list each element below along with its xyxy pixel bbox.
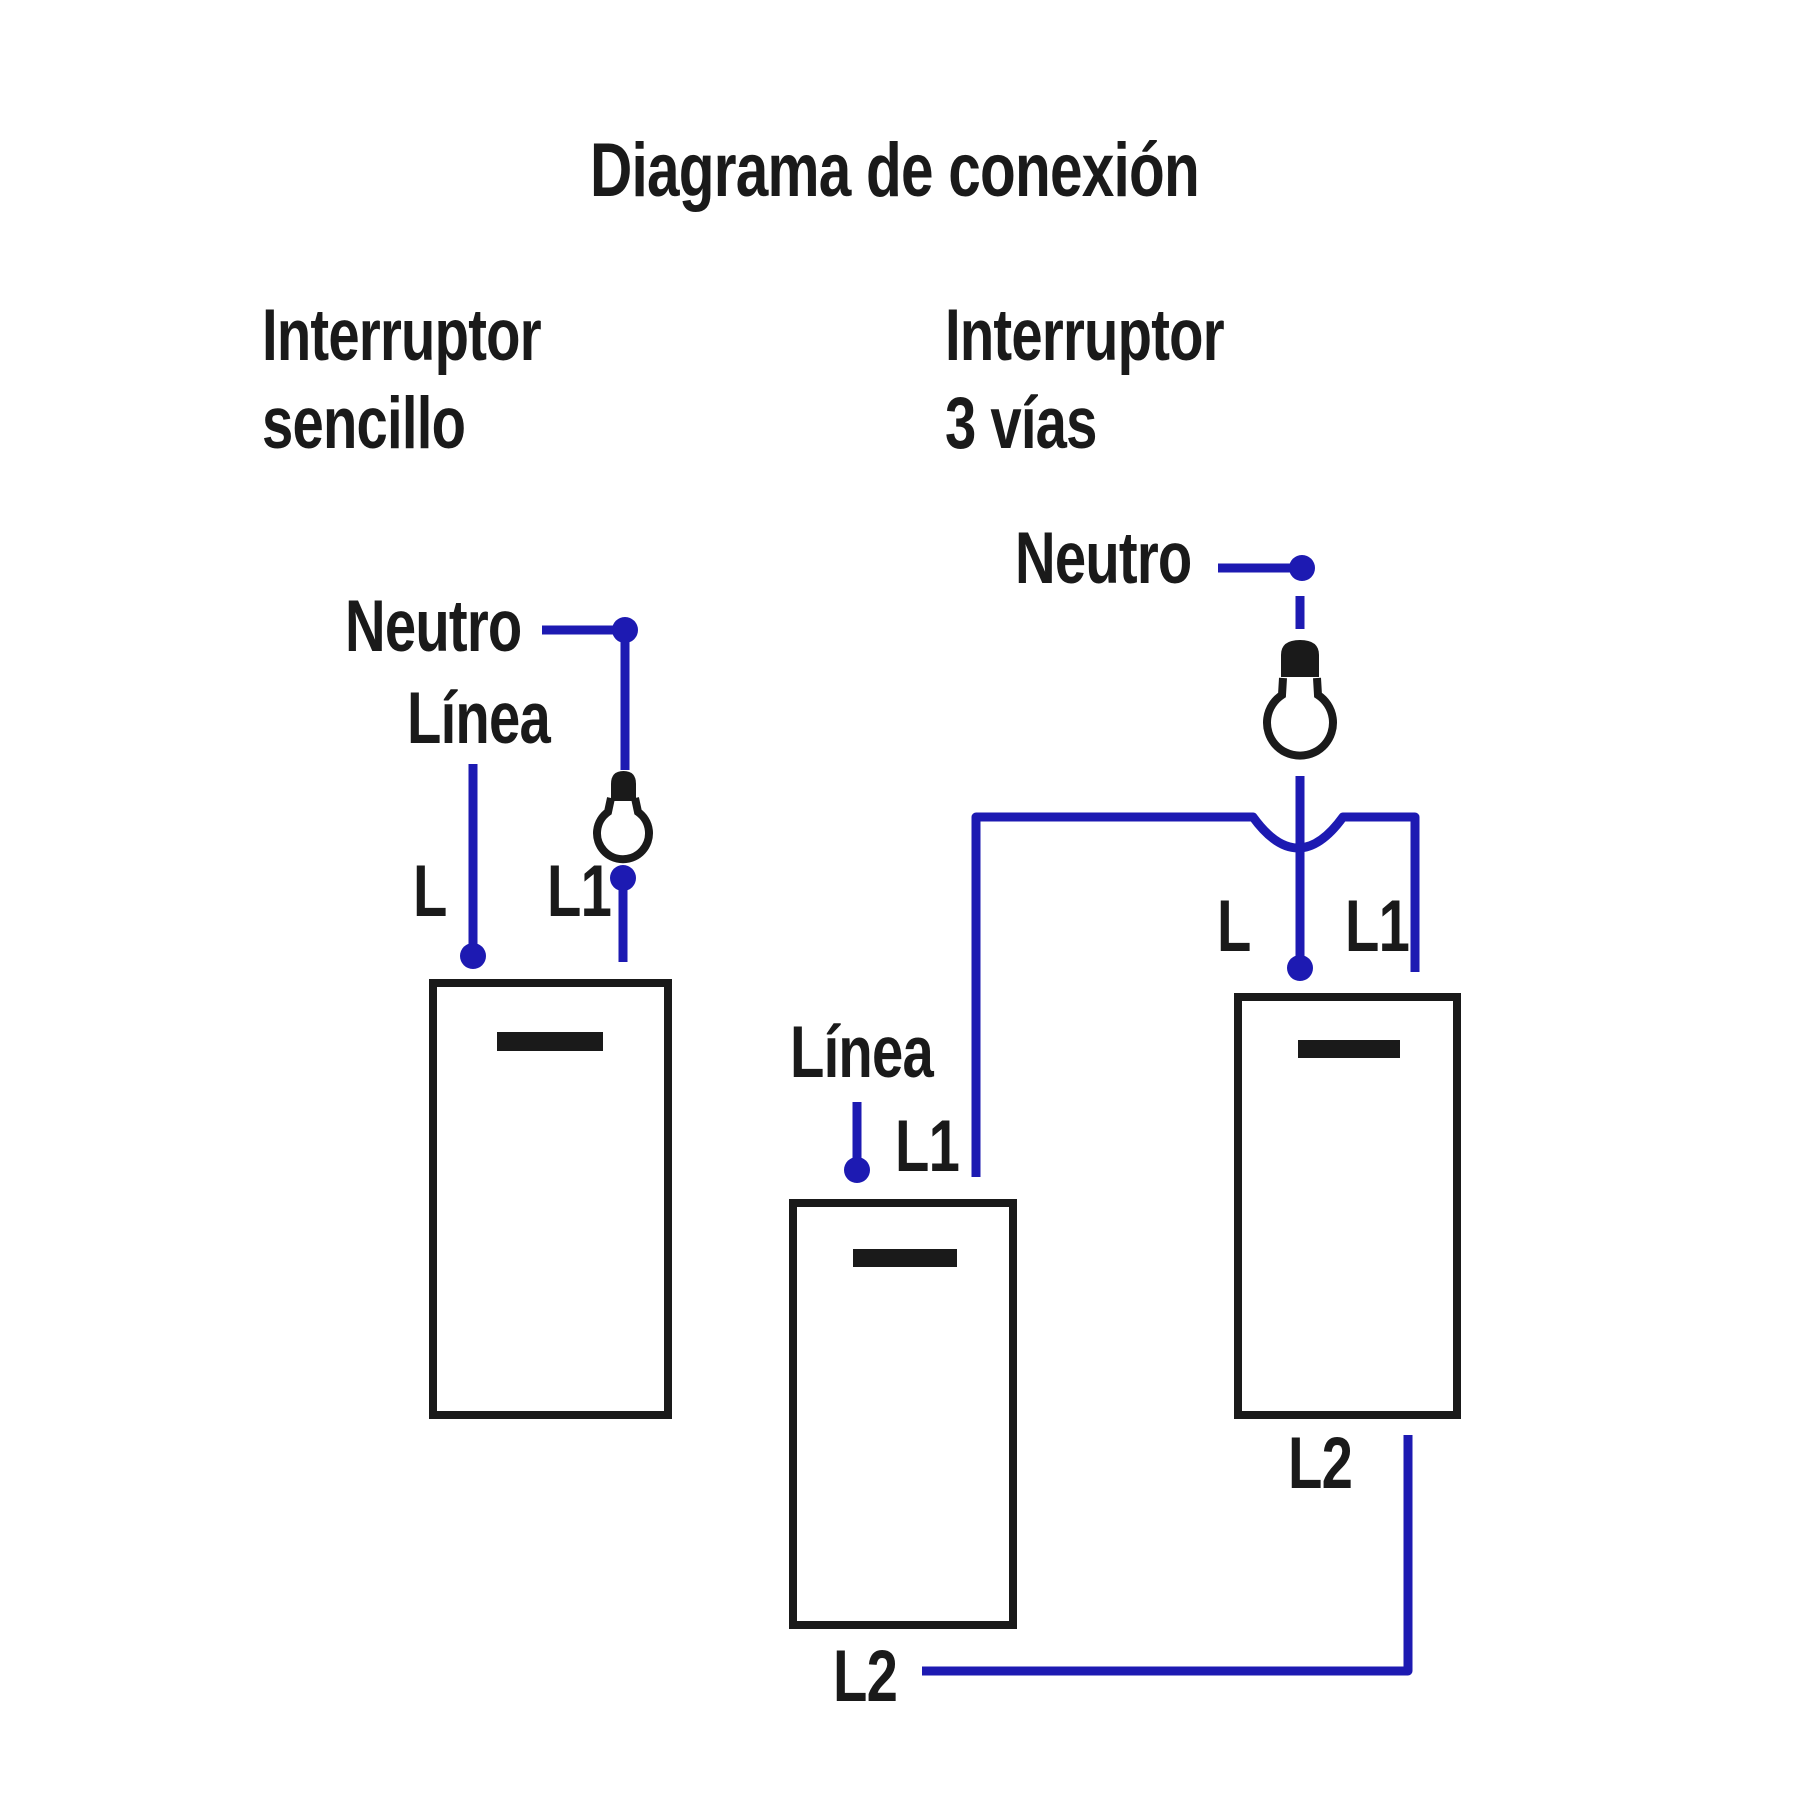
- switch-a-l2-terminal-label: L2: [833, 1636, 898, 1717]
- light-bulb-icon: [593, 797, 653, 864]
- junction-dots: [460, 555, 1315, 1183]
- threeway-neutro-dot: [1289, 555, 1315, 581]
- threeway-neutro-label: Neutro: [1015, 518, 1192, 599]
- switch-a-linea-label: Línea: [790, 1012, 934, 1093]
- switch-a-rocker: [853, 1249, 957, 1267]
- three-way-heading-line1: Interruptor: [945, 295, 1225, 376]
- single-linea-label: Línea: [407, 678, 551, 759]
- single-switch-heading-line2: sencillo: [262, 383, 466, 464]
- single-switch-heading: Interruptor sencillo: [262, 292, 542, 468]
- switch-b-l2-terminal-label: L2: [1288, 1423, 1353, 1504]
- three-way-switch-a-box: [789, 1199, 1017, 1629]
- switch-b-l-terminal-label: L: [1217, 886, 1251, 967]
- bulb-cap-icon: [1281, 640, 1319, 677]
- single-l1-terminal-label: L1: [547, 851, 612, 932]
- page-title: Diagrama de conexión: [590, 128, 1200, 213]
- single-l-terminal-label: L: [413, 851, 447, 932]
- wires: [468, 563, 1420, 1676]
- switch-a-l1-terminal-label: L1: [895, 1106, 960, 1187]
- three-way-switch-b-box: [1234, 993, 1461, 1419]
- switch-b-l1-terminal-label: L1: [1345, 886, 1410, 967]
- threeway-l2-return-wire: [922, 1435, 1413, 1676]
- switch-a-linea-dot: [844, 1157, 870, 1183]
- single-bulb-dot: [610, 865, 636, 891]
- bulb-caps: [611, 640, 1319, 801]
- three-way-heading-line2: 3 vías: [945, 383, 1097, 464]
- single-switch-heading-line1: Interruptor: [262, 295, 542, 376]
- single-switch-rocker: [497, 1032, 603, 1051]
- single-switch-box: [429, 979, 672, 1419]
- switch-b-rocker: [1298, 1040, 1400, 1058]
- bulb-cap-icon: [611, 771, 636, 801]
- rocker-marks: [497, 1032, 1400, 1267]
- single-linea-dot: [460, 943, 486, 969]
- three-way-heading: Interruptor 3 vías: [945, 292, 1225, 468]
- bulb-outlines: [593, 677, 1337, 864]
- switch-b-l-dot: [1287, 955, 1313, 981]
- single-neutro-label: Neutro: [345, 586, 522, 667]
- threeway-traveler-loop-wire: [971, 812, 1420, 1177]
- single-neutro-dot: [612, 617, 638, 643]
- light-bulb-icon: [1263, 677, 1337, 760]
- switch-boxes: [429, 979, 1461, 1629]
